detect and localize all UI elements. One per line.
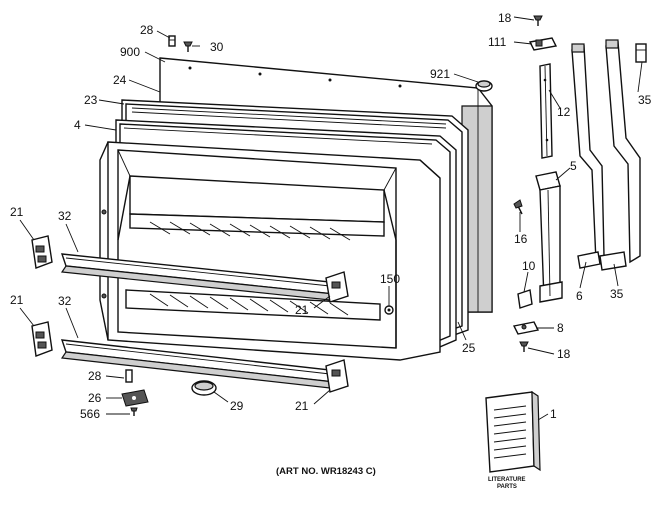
hinge-26 — [121, 389, 149, 407]
callout-28-bottom: 28 — [88, 369, 102, 383]
callout-12: 12 — [557, 105, 571, 119]
clip-10 — [517, 289, 533, 309]
callout-5: 5 — [570, 159, 577, 173]
callout-26: 26 — [88, 391, 102, 405]
callout-16: 16 — [514, 232, 528, 246]
handle-6 — [571, 43, 605, 269]
shelf-end-cap-left-lower — [31, 321, 53, 357]
art-number: (ART NO. WR18243 C) — [276, 466, 376, 477]
literature-label-line1: LITERATURE — [488, 477, 526, 483]
callout-23: 23 — [84, 93, 98, 107]
callout-21-right-upper: 21 — [295, 303, 309, 317]
screw-566 — [130, 407, 138, 416]
literature-booklet: LITERATURE PARTS — [485, 390, 541, 490]
callout-35-top: 35 — [638, 93, 652, 107]
shelf-end-cap-left-upper — [31, 235, 53, 269]
screw-30 — [183, 41, 193, 52]
handle-35 — [599, 39, 641, 271]
callout-921: 921 — [430, 67, 450, 81]
callout-30: 30 — [210, 40, 224, 54]
screw-18-bottom — [519, 341, 529, 352]
callout-28-top: 28 — [140, 23, 154, 37]
callout-21-left-upper: 21 — [10, 205, 24, 219]
callout-111: 111 — [488, 35, 507, 49]
screw-18-top — [533, 15, 543, 26]
callout-29: 29 — [230, 399, 244, 413]
bushing-29 — [191, 380, 217, 396]
callout-566: 566 — [80, 407, 100, 421]
callout-21-right-lower: 21 — [295, 399, 309, 413]
shelf-end-cap-right-lower — [325, 359, 349, 393]
leader-lines — [19, 16, 643, 421]
screw-28-top — [168, 35, 176, 47]
callout-150: 150 — [380, 272, 400, 286]
plug-150 — [384, 305, 394, 315]
callout-8: 8 — [557, 321, 564, 335]
upper-shelf-ribs — [149, 221, 351, 241]
callout-labels: 28 30 900 24 23 4 921 18 111 12 35 5 16 … — [10, 11, 652, 421]
callout-21-left-lower: 21 — [10, 293, 24, 307]
callout-10: 10 — [522, 259, 536, 273]
end-cap-35 — [635, 43, 647, 63]
handle-bracket-5 — [535, 171, 563, 303]
callout-25: 25 — [462, 341, 476, 355]
callout-1: 1 — [550, 407, 557, 421]
shelf-end-cap-right-upper — [325, 271, 349, 303]
callout-32-upper: 32 — [58, 209, 72, 223]
callout-32-lower: 32 — [58, 294, 72, 308]
callout-6: 6 — [576, 289, 583, 303]
callout-4: 4 — [74, 118, 81, 132]
lower-shelf-ribs — [149, 293, 349, 316]
literature-label-line2: PARTS — [497, 484, 517, 490]
door-liner — [99, 141, 441, 361]
screw-28-bottom — [125, 369, 133, 383]
hinge-strip-12 — [539, 63, 553, 159]
callout-24: 24 — [113, 73, 127, 87]
hinge-bracket-111 — [528, 37, 558, 51]
plug-921 — [475, 80, 493, 92]
stop-8 — [512, 321, 540, 335]
screw-16 — [513, 199, 523, 215]
callout-900: 900 — [120, 45, 140, 59]
callout-18-top: 18 — [498, 11, 512, 25]
callout-35-bottom: 35 — [610, 287, 624, 301]
callout-18-bottom: 18 — [557, 347, 571, 361]
